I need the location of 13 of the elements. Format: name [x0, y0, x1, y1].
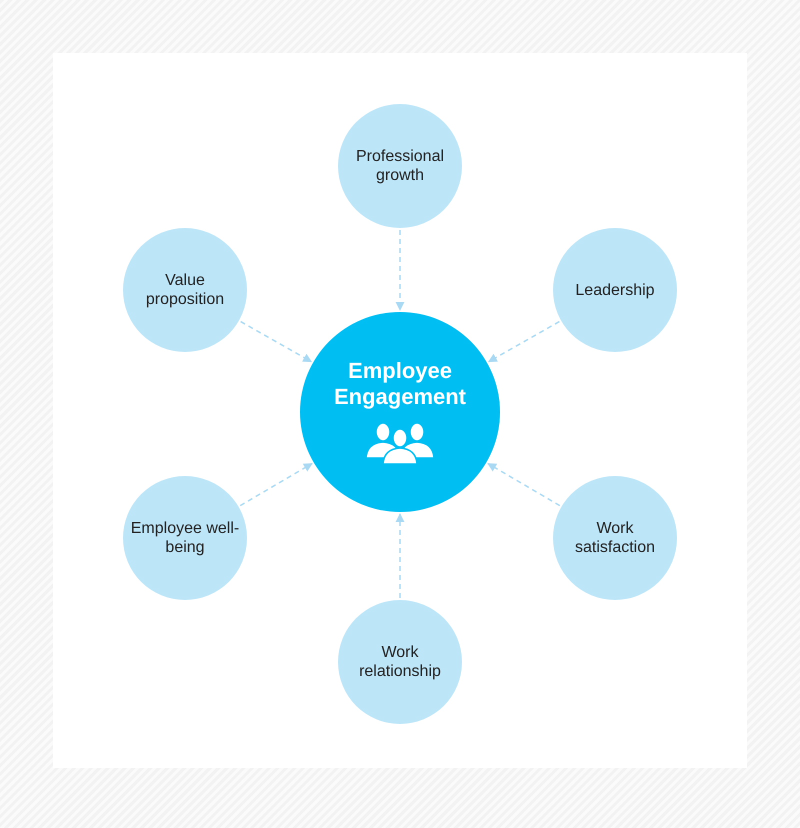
topic-label: Value proposition	[144, 271, 226, 309]
dashed-arrow	[240, 320, 312, 362]
topic-label: Leadership	[574, 280, 656, 300]
dashed-arrow	[396, 513, 404, 598]
topic-label: Professional growth	[354, 147, 446, 185]
dashed-arrow	[488, 320, 560, 362]
hub-title: Employee Engagement	[332, 358, 468, 410]
dashed-arrow	[487, 462, 560, 506]
topic-label: Work relationship	[358, 643, 442, 681]
topic-label: Employee well-being	[130, 519, 240, 557]
dashed-arrow	[396, 230, 404, 311]
dashed-arrow	[240, 462, 313, 506]
topic-label: Work satisfaction	[574, 519, 656, 557]
